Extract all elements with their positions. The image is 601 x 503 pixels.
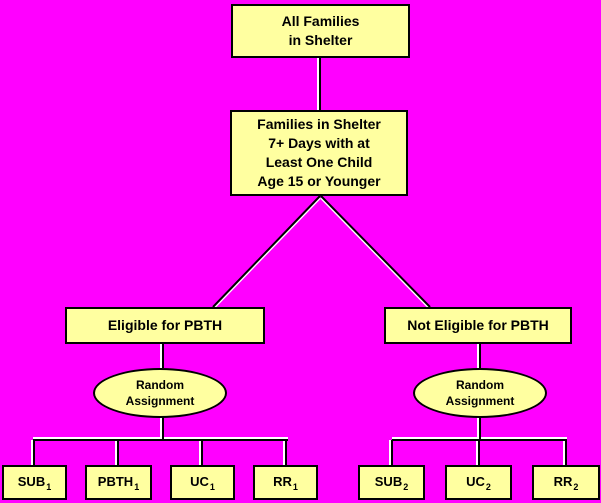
node-rr2-label: RR2 — [553, 474, 579, 492]
node-uc2: UC2 — [445, 465, 512, 500]
node-pbth1-label: PBTH1 — [97, 474, 140, 492]
node-random-assignment-right: Random Assignment — [413, 368, 547, 418]
node-eligibility-criteria-label: Families in Shelter 7+ Days with at Leas… — [257, 116, 381, 189]
edge-criteria-to-noteligible — [320, 195, 431, 308]
node-rr1: RR1 — [253, 465, 318, 500]
node-sub1-label: SUB1 — [17, 474, 52, 492]
node-rr1-label: RR1 — [273, 474, 298, 492]
node-sub1: SUB1 — [2, 465, 67, 500]
node-sub2-label: SUB2 — [374, 474, 409, 492]
node-all-families: All Families in Shelter — [231, 4, 410, 58]
node-eligibility-criteria: Families in Shelter 7+ Days with at Leas… — [230, 110, 408, 196]
node-uc1: UC1 — [170, 465, 235, 500]
node-rr2: RR2 — [532, 465, 600, 500]
edge-criteria-to-eligible — [212, 195, 321, 308]
node-random-assignment-right-label: Random Assignment — [445, 378, 515, 408]
node-random-assignment-left-label: Random Assignment — [125, 378, 195, 408]
connector-black-lines — [33, 58, 567, 466]
node-uc1-label: UC1 — [190, 474, 215, 492]
node-pbth1: PBTH1 — [85, 465, 152, 500]
node-sub2: SUB2 — [358, 465, 425, 500]
node-all-families-label: All Families in Shelter — [281, 13, 360, 48]
node-random-assignment-left: Random Assignment — [93, 368, 227, 418]
node-uc2-label: UC2 — [466, 474, 491, 492]
node-eligible-pbth: Eligible for PBTH — [65, 307, 265, 344]
node-eligible-pbth-label: Eligible for PBTH — [107, 317, 223, 333]
node-not-eligible-pbth-label: Not Eligible for PBTH — [407, 317, 549, 333]
node-not-eligible-pbth: Not Eligible for PBTH — [384, 307, 572, 344]
